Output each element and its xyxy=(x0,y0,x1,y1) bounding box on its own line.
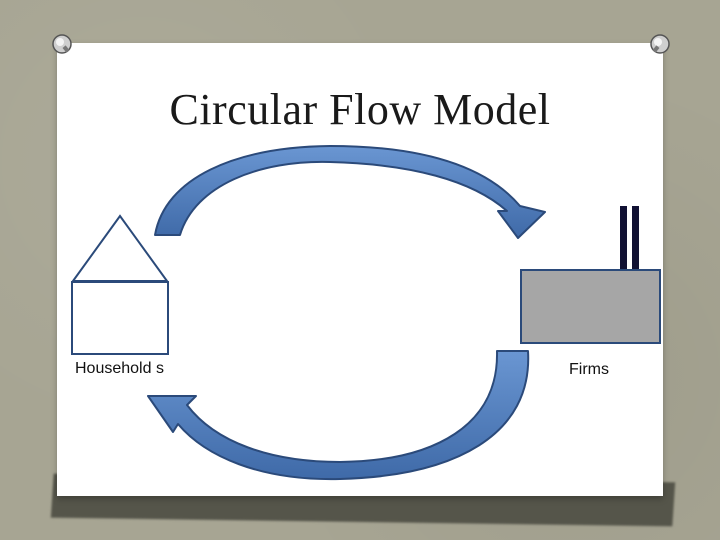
households-label: Household s xyxy=(75,360,164,377)
house-icon xyxy=(71,214,169,355)
curved-arrow-left-icon xyxy=(147,350,530,481)
curved-arrow-right-icon xyxy=(154,145,546,239)
pushpin-icon xyxy=(52,34,72,54)
firms-label: Firms xyxy=(569,361,609,378)
chimney xyxy=(632,206,639,270)
pushpin-icon xyxy=(650,34,670,54)
factory-icon xyxy=(520,206,661,344)
chimney xyxy=(620,206,627,270)
page-title: Circular Flow Model xyxy=(169,85,551,134)
